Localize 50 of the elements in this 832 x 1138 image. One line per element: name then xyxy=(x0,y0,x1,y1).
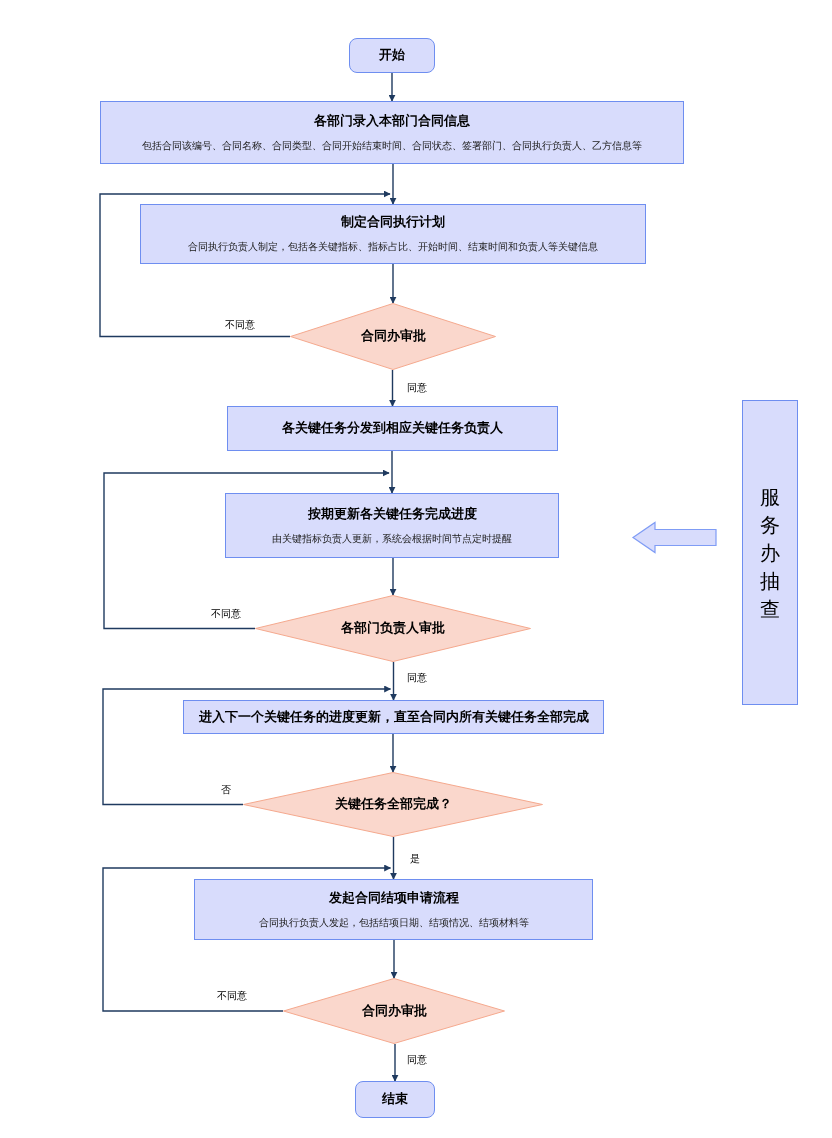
side-panel xyxy=(742,400,798,705)
arrow xyxy=(389,369,396,407)
edge-label: 同意 xyxy=(406,381,428,395)
arrow xyxy=(102,685,392,806)
edge-label: 不同意 xyxy=(216,989,248,1003)
node-title: 发起合同结项申请流程 xyxy=(328,889,459,907)
node-description: 合同执行负责人制定，包括各关键指标、指标占比、开始时间、结束时间和负责人等关键信息 xyxy=(188,240,598,254)
node-title: 各部门录入本部门合同信息 xyxy=(314,112,470,130)
node-description: 由关键指标负责人更新，系统会根据时间节点定时提醒 xyxy=(272,531,512,546)
node-title: 合同办审批 xyxy=(360,328,426,345)
arrow xyxy=(389,733,397,773)
node-title: 制定合同执行计划 xyxy=(341,214,445,231)
block-arrow xyxy=(631,521,717,554)
edge-label: 是 xyxy=(409,852,421,866)
edge-label: 同意 xyxy=(406,671,428,685)
node-title: 进入下一个关键任务的进度更新，直至合同内所有关键任务全部完成 xyxy=(198,708,589,726)
process-box xyxy=(183,700,604,734)
node-title: 各关键任务分发到相应关键任务负责人 xyxy=(282,420,503,437)
terminal-box xyxy=(355,1081,435,1118)
arrow xyxy=(389,263,397,304)
arrow xyxy=(390,836,397,880)
node-title: 关键任务全部完成？ xyxy=(334,796,452,813)
arrow xyxy=(389,557,397,596)
process-box xyxy=(140,204,646,264)
edge-label: 否 xyxy=(220,783,232,797)
process-box xyxy=(100,101,684,164)
arrow xyxy=(99,190,391,338)
node-title: 开始 xyxy=(379,47,405,64)
arrow xyxy=(391,1043,399,1082)
node-title: 结束 xyxy=(382,1091,408,1108)
node-title: 各部门负责人审批 xyxy=(341,620,445,637)
node-description: 合同执行负责人发起，包括结项日期、结项情况、结项材料等 xyxy=(258,915,529,930)
arrow xyxy=(390,939,398,979)
edge-label: 不同意 xyxy=(224,318,256,332)
arrow xyxy=(388,450,396,494)
arrow xyxy=(389,163,397,205)
vertical-label: 服务办抽查 xyxy=(760,483,780,623)
terminal-box xyxy=(349,38,435,73)
arrow xyxy=(102,864,392,1012)
arrow xyxy=(390,661,397,701)
process-box xyxy=(225,493,559,558)
process-box xyxy=(194,879,593,940)
arrow xyxy=(103,469,390,630)
node-title: 按期更新各关键任务完成进度 xyxy=(307,505,477,523)
edge-label: 不同意 xyxy=(210,607,242,621)
node-description: 包括合同该编号、合同名称、合同类型、合同开始结束时间、合同状态、签署部门、合同执行负责人、乙方信息等 xyxy=(142,138,642,153)
process-box xyxy=(227,406,558,451)
edge-label: 同意 xyxy=(406,1053,428,1067)
arrow xyxy=(388,72,396,102)
node-title: 合同办审批 xyxy=(361,1002,427,1020)
